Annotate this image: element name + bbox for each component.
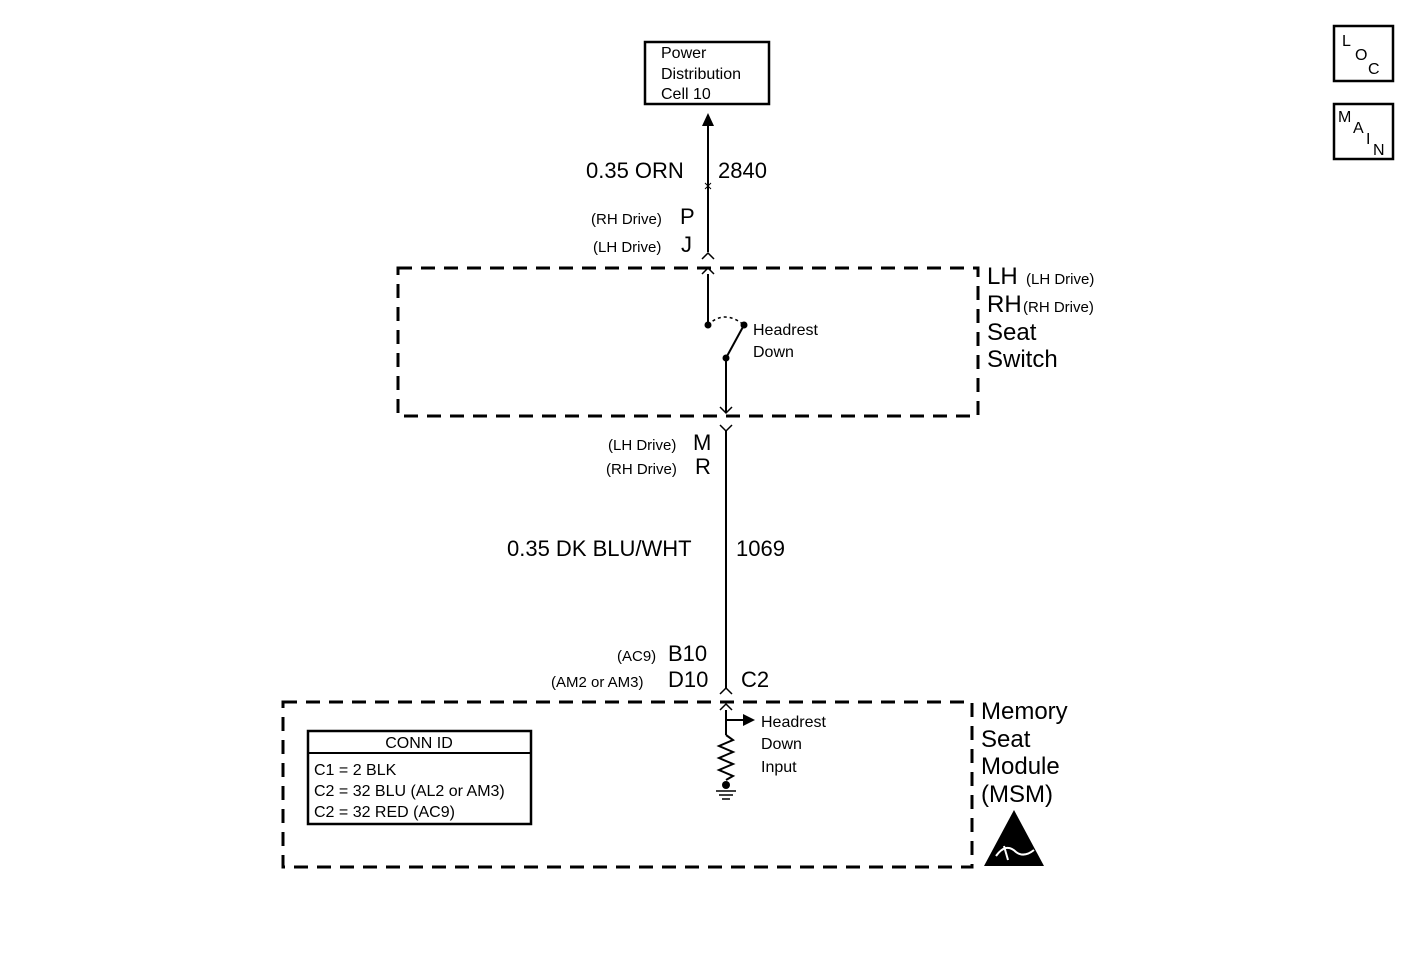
seat-switch-line1-note: (LH Drive) <box>1026 271 1094 288</box>
power-line-2: Distribution <box>661 66 741 83</box>
input-label-line2: Down <box>761 736 802 753</box>
seat-switch-line4: Switch <box>987 346 1058 373</box>
msm-line1: Memory <box>981 698 1068 725</box>
seat-switch-line3: Seat <box>987 319 1037 346</box>
main-letter-n: N <box>1373 142 1385 159</box>
conn-bottom-ac9-note: (AC9) <box>617 648 656 665</box>
loc-letter-o: O <box>1355 47 1367 64</box>
power-line-3: Cell 10 <box>661 86 711 103</box>
conn-top-lh-note: (LH Drive) <box>593 239 661 256</box>
seat-switch-line1-main: LH <box>987 263 1018 290</box>
seat-switch-line2-note: (RH Drive) <box>1023 299 1094 316</box>
main-letter-a: A <box>1353 120 1364 137</box>
conn-top-rh-note: (RH Drive) <box>591 211 662 228</box>
power-line-1: Power <box>661 45 707 62</box>
conn-mid-rh-note: (RH Drive) <box>606 461 677 478</box>
msm-line3: Module <box>981 753 1060 780</box>
conn-id-row: C1 = 2 BLK <box>314 762 397 779</box>
main-letter-i: I <box>1366 131 1370 148</box>
ground-icon <box>716 790 736 800</box>
switch-label-line2: Down <box>753 344 794 361</box>
resistor-icon <box>716 734 736 781</box>
power-distribution-box[interactable]: Power Distribution Cell 10 <box>643 40 771 106</box>
loc-letter-l: L <box>1342 33 1351 50</box>
seat-switch-box[interactable] <box>396 266 980 418</box>
conn-id-title: CONN ID <box>385 735 453 752</box>
seat-switch-line2-main: RH <box>987 291 1022 318</box>
main-letter-m: M <box>1338 109 1351 126</box>
esd-warning-icon <box>984 810 1044 866</box>
loc-letter-c: C <box>1368 61 1380 78</box>
wire-top-circuit: 2840 <box>718 158 767 183</box>
connector-top-icon <box>701 251 715 275</box>
wire-2840 <box>702 113 714 252</box>
headrest-down-switch-icon[interactable] <box>704 274 748 413</box>
conn-bottom-ac9-pin: B10 <box>668 641 707 666</box>
headrest-input-circuit <box>716 710 755 800</box>
conn-mid-rh-pin: R <box>695 454 711 479</box>
conn-id-table: CONN ID C1 = 2 BLK C2 = 32 BLU (AL2 or A… <box>306 729 533 826</box>
msm-box[interactable] <box>281 700 974 869</box>
conn-bottom-am-note: (AM2 or AM3) <box>551 674 644 691</box>
arrow-up-icon <box>702 113 714 126</box>
conn-mid-lh-note: (LH Drive) <box>608 437 676 454</box>
input-label-line1: Headrest <box>761 714 826 731</box>
msm-line4: (MSM) <box>981 781 1053 808</box>
main-button[interactable]: M A I N <box>1332 102 1395 161</box>
conn-top-rh-pin: P <box>680 204 695 229</box>
conn-bottom-connector: C2 <box>741 667 769 692</box>
conn-bottom-am-pin: D10 <box>668 667 708 692</box>
input-label-line3: Input <box>761 759 797 776</box>
wire-mid-circuit: 1069 <box>736 536 785 561</box>
msm-line2: Seat <box>981 726 1031 753</box>
switch-label-line1: Headrest <box>753 322 818 339</box>
conn-id-row: C2 = 32 RED (AC9) <box>314 804 455 821</box>
connector-bottom-icon <box>719 686 733 711</box>
conn-mid-lh-pin: M <box>693 430 711 455</box>
conn-top-lh-pin: J <box>681 232 692 257</box>
conn-id-row: C2 = 32 BLU (AL2 or AM3) <box>314 783 505 800</box>
arrow-right-icon <box>743 714 755 726</box>
loc-button[interactable]: L O C <box>1332 24 1395 83</box>
wire-mid-gauge-color: 0.35 DK BLU/WHT <box>507 536 692 561</box>
wire-top-gauge-color: 0.35 ORN <box>586 158 684 183</box>
